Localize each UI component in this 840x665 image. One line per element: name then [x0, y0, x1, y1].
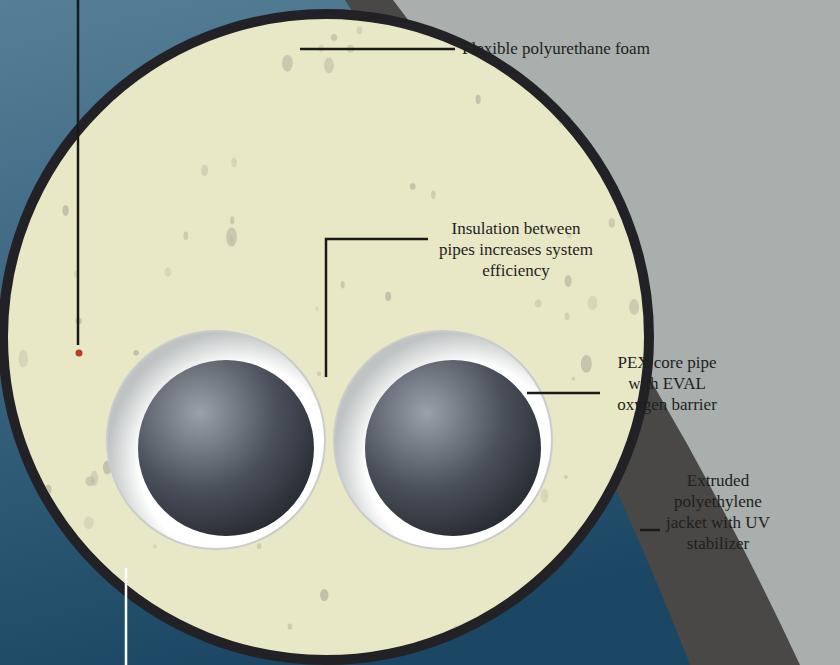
- foam-spot: [230, 216, 234, 224]
- foam-spot: [11, 240, 19, 251]
- foam-spot: [603, 525, 609, 532]
- foam-spot: [629, 299, 639, 315]
- foam-spot: [565, 312, 570, 320]
- pex-core-pipe: [365, 360, 541, 536]
- foam-spot: [201, 165, 208, 176]
- foam-spot: [45, 484, 52, 494]
- white-leader-line: [125, 568, 128, 665]
- foam-spot: [226, 227, 237, 247]
- foam-spot: [64, 40, 70, 51]
- foam-spot: [18, 350, 28, 368]
- foam-spot: [183, 232, 188, 240]
- foam-spot: [559, 119, 562, 125]
- foam-spot: [581, 355, 592, 373]
- foam-texture: [11, 11, 640, 636]
- foam-spot: [476, 95, 481, 104]
- foam-spot: [565, 275, 572, 287]
- foam-spot: [331, 34, 337, 41]
- callout-label: Extruded polyethylene jacket with UV sta…: [662, 470, 774, 554]
- foam-spot: [453, 625, 461, 636]
- oxygen-barrier-ring: [334, 331, 552, 549]
- foam-spot: [615, 600, 625, 617]
- foam-spot: [133, 350, 139, 356]
- foam-spot: [153, 544, 157, 549]
- foam-spot: [62, 100, 68, 112]
- foam-spot: [357, 27, 363, 35]
- foam-spot: [116, 37, 127, 58]
- callout-label: PEX core pipe with EVAL oxygen barrier: [602, 352, 732, 415]
- foam-spot: [320, 589, 328, 601]
- foam-spot: [410, 183, 416, 189]
- callout-label: Flexible polyurethane foam: [462, 38, 722, 59]
- foam-spot: [541, 489, 549, 503]
- foam-spot: [60, 56, 64, 62]
- foam-spot: [164, 268, 171, 277]
- pex-core-pipe: [138, 360, 314, 536]
- callout-label: Insulation between pipes increases syste…: [432, 218, 600, 281]
- tracer-wire-dot: [76, 350, 83, 357]
- foam-spot: [257, 543, 261, 549]
- foam-spot: [91, 471, 99, 486]
- foam-spot: [110, 11, 118, 20]
- foam-spot: [62, 205, 68, 216]
- foam-spot: [535, 299, 542, 307]
- foam-spot: [84, 516, 94, 529]
- foam-spot: [231, 158, 236, 168]
- leader-lines: [78, 0, 660, 530]
- foam-spot: [564, 475, 567, 480]
- foam-spot: [341, 281, 345, 289]
- polyethylene-jacket: [3, 14, 649, 660]
- foam-spot: [431, 190, 435, 199]
- foam-spot: [288, 623, 293, 629]
- foam-spot: [572, 377, 576, 381]
- foam-spot: [324, 57, 334, 73]
- foam-spot: [609, 218, 616, 228]
- foam-spot: [588, 296, 598, 310]
- foam-spot: [317, 372, 321, 377]
- foam-spot: [282, 55, 293, 72]
- foam-spot: [385, 292, 391, 301]
- oxygen-barrier-ring: [107, 331, 325, 549]
- foam-spot: [315, 306, 318, 311]
- foam-spot: [632, 433, 636, 440]
